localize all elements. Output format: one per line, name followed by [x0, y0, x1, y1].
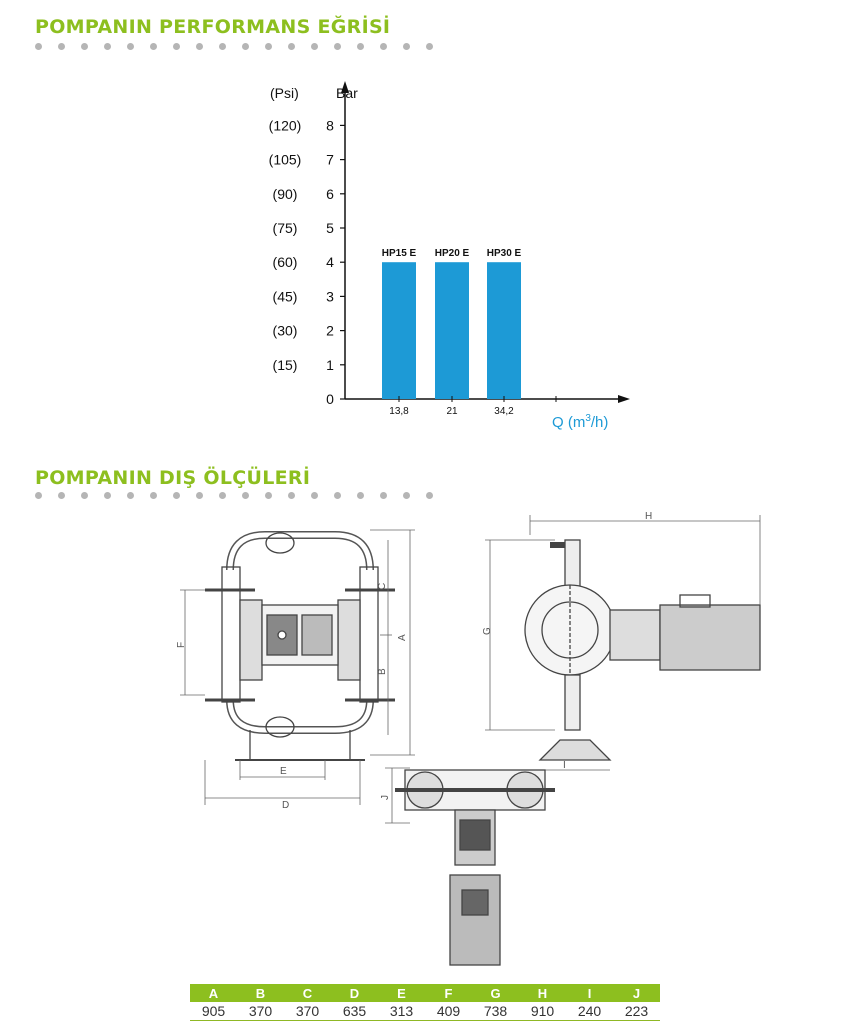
side-dimension-lines	[485, 515, 761, 771]
table-header-cell: J	[613, 984, 660, 1002]
table-header-cell: D	[331, 984, 378, 1002]
dim-label-C: C	[377, 583, 388, 590]
table-header-cell: C	[284, 984, 331, 1002]
table-header-cell: I	[566, 984, 613, 1002]
side-dimension-labels: H G I	[482, 511, 652, 771]
psi-tick-label: (45)	[273, 288, 298, 304]
psi-tick-label: (60)	[273, 254, 298, 270]
psi-tick-label: (15)	[273, 357, 298, 373]
table-cell: 240	[566, 1002, 613, 1021]
y-axis-label: Bar	[336, 85, 358, 101]
section-title-dimensions: POMPANIN DIŞ ÖLÇÜLERİ	[35, 467, 311, 489]
psi-tick-label: (90)	[273, 186, 298, 202]
bar	[382, 262, 416, 399]
pump-dimension-drawing: D E F A C B H G I	[176, 511, 761, 966]
front-dimension-labels: D E F A C B	[176, 583, 408, 811]
table-cell: 905	[190, 1002, 237, 1021]
title-dots	[35, 43, 449, 50]
dim-label-I: I	[563, 760, 566, 771]
dim-label-D: D	[282, 800, 289, 811]
table-cell: 409	[425, 1002, 472, 1021]
x-tick-label: 13,8	[389, 406, 409, 417]
table-header-cell: H	[519, 984, 566, 1002]
section-title-performance: POMPANIN PERFORMANS EĞRİSİ	[35, 16, 391, 38]
psi-tick-label: (75)	[273, 220, 298, 236]
table-header-cell: B	[237, 984, 284, 1002]
table-cell: 738	[472, 1002, 519, 1021]
dim-label-A: A	[397, 634, 408, 641]
table-cell: 370	[284, 1002, 331, 1021]
x-axis-label-sup: 3	[585, 413, 591, 424]
table-header-cell: A	[190, 984, 237, 1002]
title-dots-2	[35, 492, 449, 499]
x-axis-label: Q (m3/h)	[552, 413, 608, 431]
y-tick-label: 3	[326, 288, 334, 304]
x-axis-label-base: Q (m	[552, 414, 585, 431]
y-tick-label: 0	[326, 391, 334, 407]
x-axis-label-tail: /h)	[591, 414, 609, 431]
side-view	[524, 539, 761, 761]
bar-label: HP20 E	[435, 248, 470, 259]
bar	[435, 262, 469, 399]
x-tick-label: 34,2	[494, 406, 514, 417]
psi-tick-label: (105)	[269, 152, 302, 168]
y-tick-label: 5	[326, 220, 334, 236]
y-axis-arrow	[341, 81, 349, 93]
bar	[487, 262, 521, 399]
psi-tick-label: (120)	[269, 117, 302, 133]
x-tick-label: 21	[446, 406, 458, 417]
table-cell: 313	[378, 1002, 425, 1021]
table-cell: 223	[613, 1002, 660, 1021]
bar-label: HP15 E	[382, 248, 417, 259]
table-header-cell: G	[472, 984, 519, 1002]
top-dimension-labels: J	[380, 795, 391, 800]
front-dimension-lines	[180, 529, 415, 805]
dim-label-H: H	[645, 511, 652, 522]
top-view	[395, 769, 555, 966]
dim-label-G: G	[482, 627, 493, 635]
top-dimension-lines	[385, 767, 410, 824]
table-header-cell: F	[425, 984, 472, 1002]
dim-label-F: F	[176, 642, 187, 648]
dim-label-B: B	[377, 668, 388, 675]
front-view	[205, 531, 395, 761]
y-tick-label: 6	[326, 186, 334, 202]
table-cell: 910	[519, 1002, 566, 1021]
y-tick-label: 2	[326, 323, 334, 339]
psi-axis-label: (Psi)	[270, 85, 299, 101]
y-tick-label: 8	[326, 117, 334, 133]
table-header-cell: E	[378, 984, 425, 1002]
y-tick-label: 7	[326, 152, 334, 168]
psi-tick-label: (30)	[273, 323, 298, 339]
y-tick-label: 1	[326, 357, 334, 373]
table-cell: 370	[237, 1002, 284, 1021]
y-tick-label: 4	[326, 254, 334, 270]
dim-label-J: J	[380, 795, 391, 800]
performance-chart: Bar (Psi) 0 1 2 3 4 5 6 7 8 (15) (30) (45) (60) (75)…	[269, 81, 630, 431]
bar-label: HP30 E	[487, 248, 522, 259]
table-cell: 635	[331, 1002, 378, 1021]
x-axis-arrow	[618, 395, 630, 403]
dim-label-E: E	[280, 766, 287, 777]
